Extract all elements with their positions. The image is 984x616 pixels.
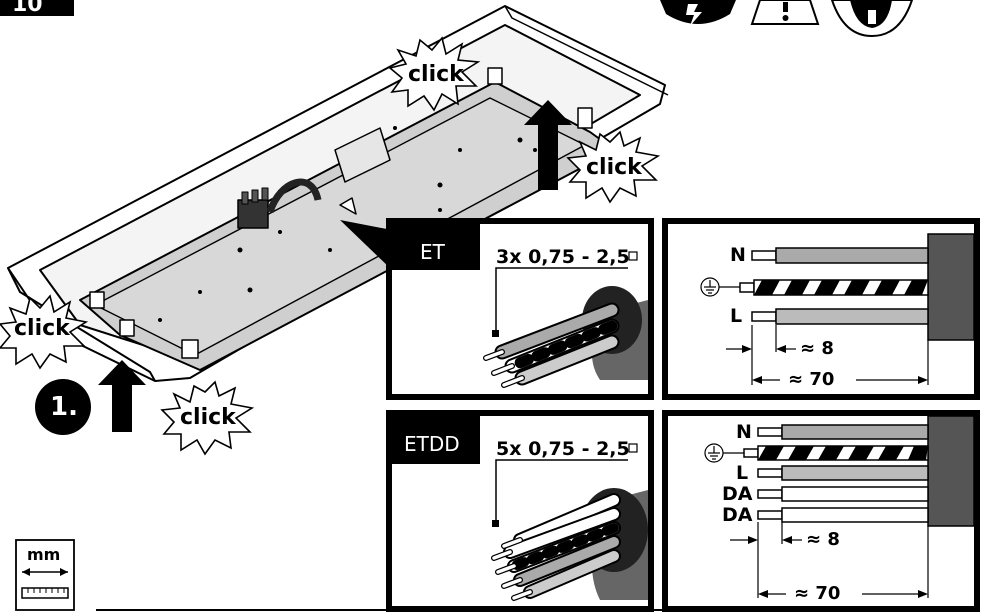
ruler-icon	[15, 539, 75, 611]
click-label-right: click	[586, 155, 642, 180]
disconnect-power-icon	[660, 0, 736, 26]
strip-length-short: ≈ 8	[800, 338, 834, 359]
panel-tag-etdd: ETDD	[404, 432, 460, 456]
panel-et-strip	[662, 218, 980, 400]
read-manual-icon	[830, 0, 914, 38]
wire-label-l: L	[736, 462, 749, 484]
click-burst-bottom	[160, 380, 255, 456]
terminal-block	[237, 187, 269, 229]
click-burst-left	[0, 294, 89, 370]
cable-spec-et: 3x 0,75 - 2,5	[496, 246, 630, 268]
click-burst-top	[388, 36, 481, 112]
step-number-badge: 10	[0, 0, 74, 16]
warning-triangle-icon	[750, 0, 820, 25]
click-label-top: click	[408, 62, 464, 87]
push-arrow-right	[524, 100, 572, 190]
cable-spec-etdd: 5x 0,75 - 2,5	[496, 438, 630, 460]
wire-label-da: DA	[722, 483, 753, 505]
step-marker-label: 1.	[50, 392, 78, 422]
strip-length-long: ≈ 70	[788, 369, 835, 390]
step-marker-circle	[35, 379, 91, 435]
panel-et-cable	[340, 218, 654, 400]
ground-symbol-icon	[704, 443, 744, 463]
panel-etdd-cable	[386, 410, 654, 612]
click-label-bottom: click	[180, 405, 236, 430]
click-label-left: click	[14, 316, 70, 341]
wire-label-l: L	[730, 305, 743, 327]
panel-etdd-strip	[662, 410, 980, 612]
strip-length-short: ≈ 8	[806, 529, 840, 550]
push-arrow-left	[98, 360, 146, 432]
strip-length-long: ≈ 70	[794, 583, 841, 604]
panel-tag-et: ET	[420, 240, 445, 264]
ground-symbol-icon	[700, 277, 740, 297]
wire-label-n: N	[736, 421, 752, 443]
wire-label-da: DA	[722, 504, 753, 526]
wire-label-n: N	[730, 244, 746, 266]
unit-label: mm	[27, 545, 61, 564]
click-burst-right	[566, 130, 661, 204]
